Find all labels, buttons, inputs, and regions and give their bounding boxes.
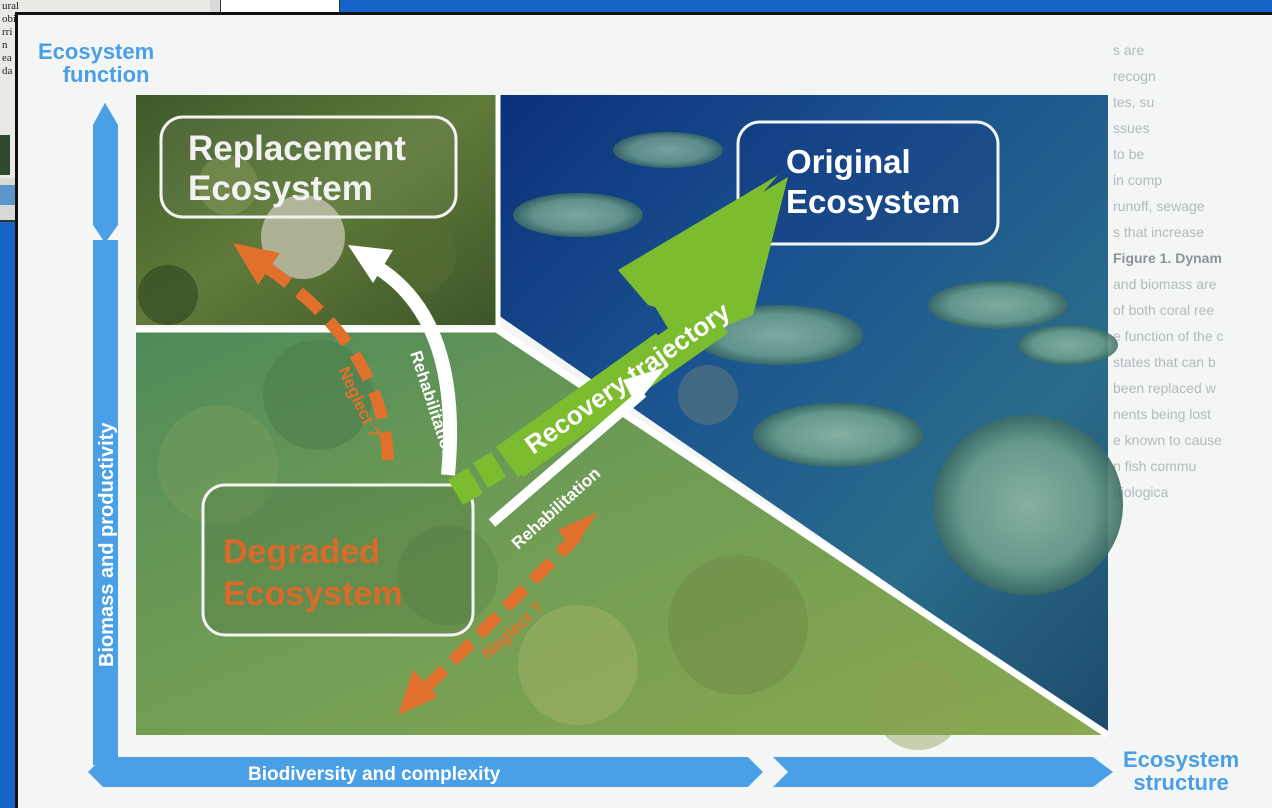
x-axis-title: Ecosystem structure xyxy=(1123,747,1240,795)
neglect-down-arrow xyxy=(398,512,598,715)
degraded-ecosystem-line1: Degraded xyxy=(223,533,380,571)
photo-replacement-seagrass xyxy=(136,95,496,325)
x-axis-bar-label: Biodiversity and complexity xyxy=(248,764,501,785)
recovery-trajectory-arrow xyxy=(448,175,788,505)
replacement-ecosystem-box xyxy=(159,115,458,219)
rehabilitation-right-arrow xyxy=(488,367,666,527)
degraded-ecosystem-line2: Ecosystem xyxy=(223,575,403,613)
x-axis-arrow xyxy=(88,757,1113,787)
original-ecosystem-line2: Ecosystem xyxy=(786,183,960,220)
y-axis-bar-label: Biomass and productivity xyxy=(96,422,118,667)
y-axis-title: Ecosystem function xyxy=(38,39,155,87)
replacement-ecosystem-line1: Replacement xyxy=(188,129,406,168)
document-photo-thumbnail xyxy=(0,135,10,175)
replacement-ecosystem-line2: Ecosystem xyxy=(188,169,373,208)
ecosystem-diagram: Biomass and productivity Biodiversity an… xyxy=(88,95,1123,787)
original-ecosystem-line1: Original xyxy=(786,143,911,180)
rehabilitation-up-arrow xyxy=(348,245,458,476)
neglect-up-arrow xyxy=(233,243,394,461)
degraded-ecosystem-box xyxy=(201,483,475,637)
y-axis-arrow xyxy=(93,103,118,765)
original-ecosystem-box xyxy=(736,120,1000,246)
document-fragment-text: ural obi rri n ea da xyxy=(2,0,20,77)
